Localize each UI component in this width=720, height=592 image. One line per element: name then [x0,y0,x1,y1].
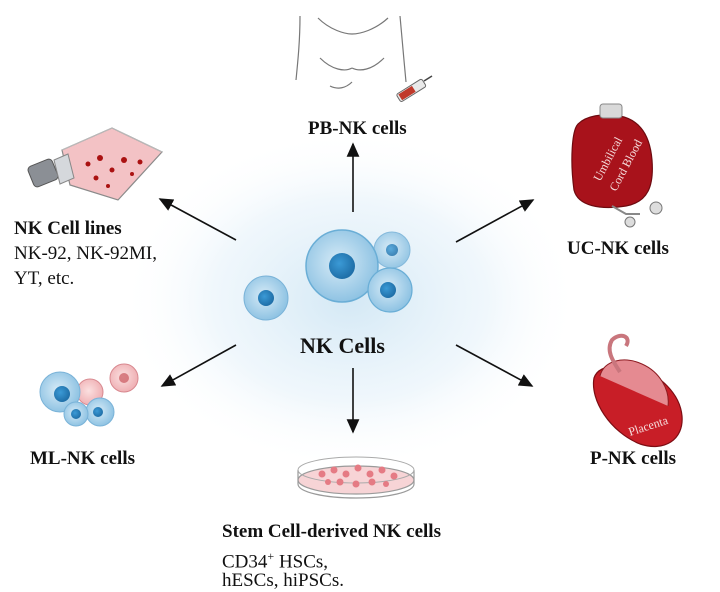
nk-cells-cluster [243,229,413,321]
stem-nk-label: Stem Cell-derived NK cells [222,521,441,542]
stem-nk-line1: CD34+ HSCs, [222,545,328,573]
ml-nk-label: ML-NK cells [30,448,136,469]
arrow-to-uc [455,199,535,243]
stem-nk-line2: hESCs, hiPSCs. [222,570,344,591]
syringe-icon [396,75,433,102]
cord-blood-bag-illustration: Umbilical Cord Blood [571,103,663,228]
cell-lines-line2: YT, etc. [14,268,75,289]
ml-cells-illustration [39,363,139,427]
arrow-to-placenta [455,344,534,387]
center-label: NK Cells [300,333,385,358]
cell-lines-line1: NK-92, NK-92MI, [14,243,158,264]
pb-nk-label: PB-NK cells [308,118,407,139]
placenta-illustration: Placenta [592,333,683,448]
hscs-text: HSCs, [274,551,329,573]
arrows [158,142,535,434]
culture-flask-illustration [27,127,163,201]
cd34-text: CD34 [222,551,268,573]
cell-lines-label: NK Cell lines [14,218,122,239]
uc-nk-label: UC-NK cells [567,238,669,259]
arrow-to-ml [160,344,237,387]
cd34-superscript: + [267,549,275,563]
torso-illustration [295,15,407,89]
petri-dish-illustration [297,456,415,499]
arrow-to-cell-lines [158,198,237,241]
p-nk-label: P-NK cells [590,448,677,469]
